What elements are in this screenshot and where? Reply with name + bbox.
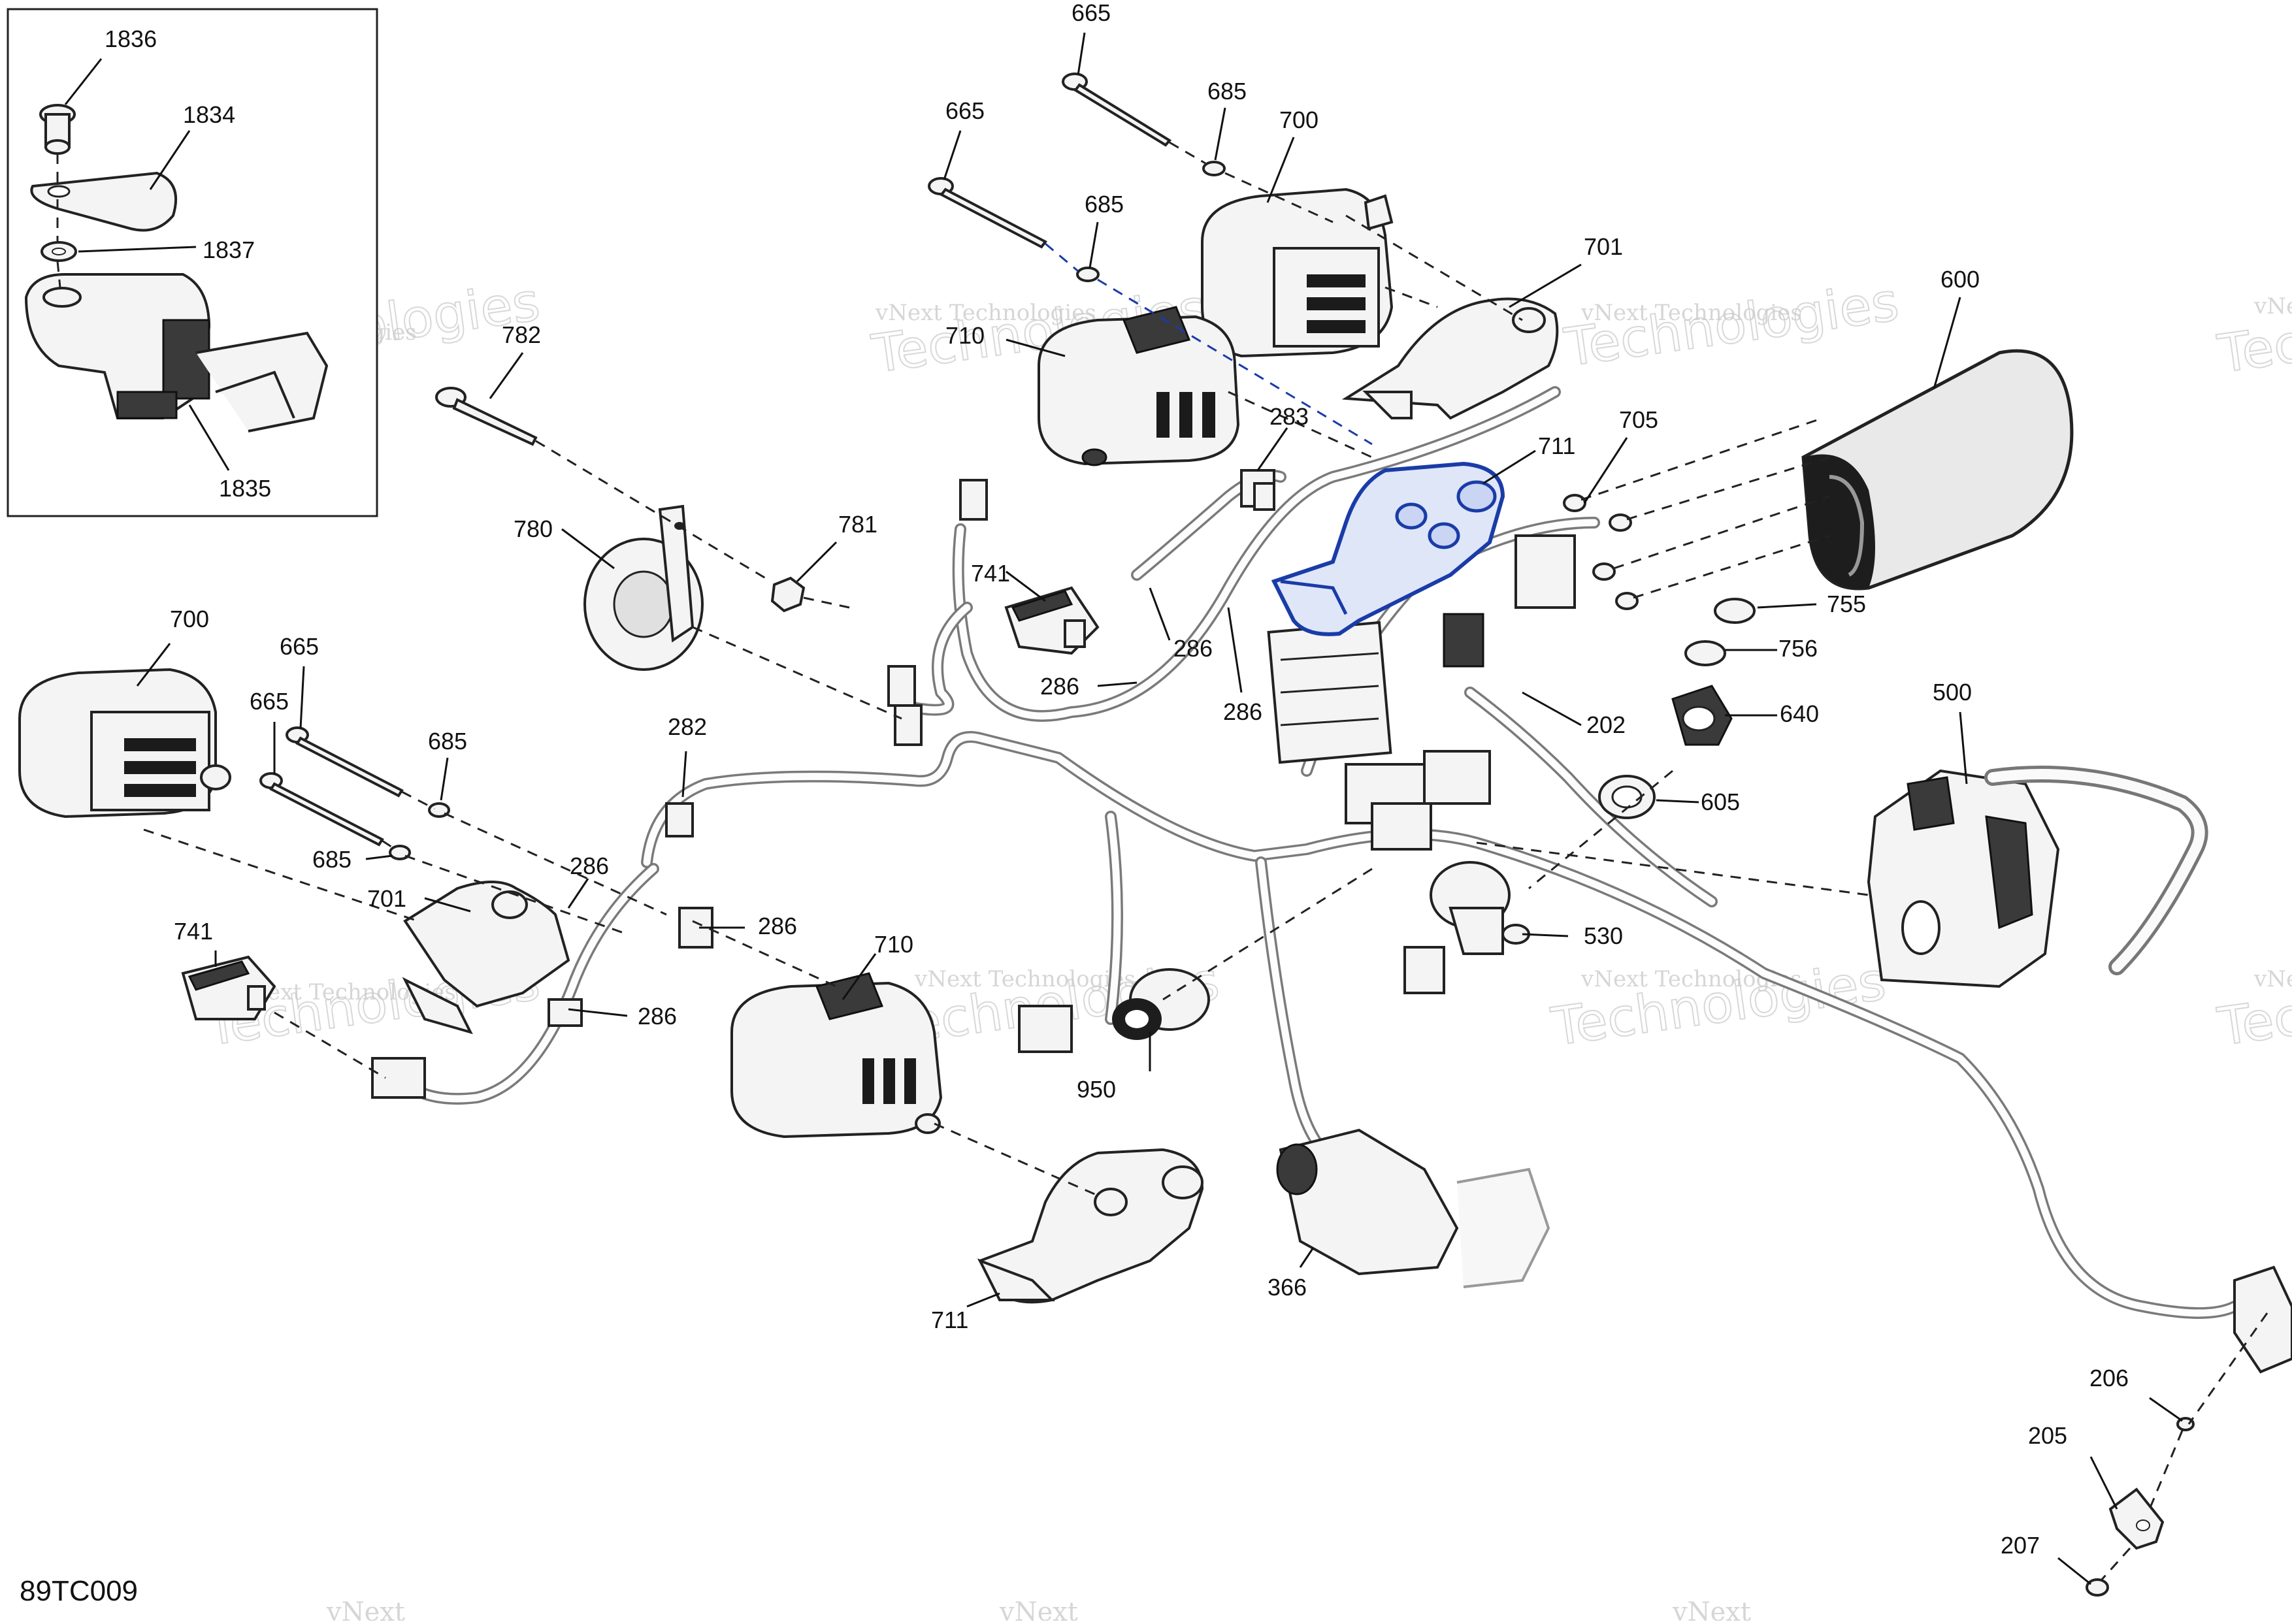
callout-205: 205 xyxy=(2028,1422,2067,1449)
part-701-bracket-top xyxy=(1341,297,1559,420)
callout-366: 366 xyxy=(1268,1274,1307,1301)
callout-700: 700 xyxy=(1279,106,1318,133)
callout-756: 756 xyxy=(1778,635,1818,662)
part-1835-module xyxy=(24,273,329,432)
watermark-small: vNext Technologies xyxy=(1580,300,1802,326)
callout-701: 701 xyxy=(367,885,406,912)
part-782-bolt xyxy=(435,387,538,446)
callout-283: 283 xyxy=(1269,403,1309,430)
callout-782: 782 xyxy=(502,321,541,348)
inset-frame xyxy=(7,8,378,517)
callout-286: 286 xyxy=(1223,698,1262,725)
part-755-bulb xyxy=(1714,598,1756,624)
callout-500: 500 xyxy=(1933,679,1972,706)
callout-286: 286 xyxy=(570,853,609,879)
callout-206: 206 xyxy=(2089,1365,2129,1391)
callout-665: 665 xyxy=(250,688,289,715)
watermark-small: vNext Technologies xyxy=(875,300,1096,326)
callout-665: 665 xyxy=(1072,0,1111,26)
callout-665: 665 xyxy=(280,633,319,660)
part-685-washer-b xyxy=(1076,267,1100,282)
callout-701: 701 xyxy=(1584,233,1623,260)
label-1836: 1836 xyxy=(105,25,157,52)
callout-685: 685 xyxy=(312,846,352,873)
callout-741: 741 xyxy=(174,918,213,945)
callout-781: 781 xyxy=(838,511,877,538)
callout-530: 530 xyxy=(1584,922,1623,949)
callout-711: 711 xyxy=(931,1307,968,1333)
watermark-short: vNext xyxy=(1672,1597,1751,1621)
part-207-washer xyxy=(2086,1578,2109,1597)
callout-605: 605 xyxy=(1701,788,1740,815)
label-1837: 1837 xyxy=(203,236,255,263)
callout-755: 755 xyxy=(1827,591,1866,617)
callout-710: 710 xyxy=(874,931,913,958)
watermark-small: vNext Technologies xyxy=(2253,293,2292,319)
part-710-relay-bottom xyxy=(730,972,943,1139)
callout-741: 741 xyxy=(971,560,1010,587)
callout-711: 711 xyxy=(1538,432,1575,459)
callout-286: 286 xyxy=(1173,635,1213,662)
part-665-bolt-a xyxy=(1062,73,1172,147)
part-530-sensor xyxy=(1430,861,1530,955)
part-205-clip xyxy=(2108,1487,2165,1550)
part-710-relay-top xyxy=(1038,306,1240,466)
part-741-top xyxy=(1004,586,1100,655)
callout-710: 710 xyxy=(945,322,985,349)
part-781-nut xyxy=(770,576,806,613)
callout-202: 202 xyxy=(1586,711,1626,738)
part-1834-plate xyxy=(30,171,178,232)
watermark-short: vNext xyxy=(326,1597,405,1621)
callout-685: 685 xyxy=(1207,78,1247,105)
part-665-bolt-d xyxy=(259,772,384,847)
callout-665: 665 xyxy=(945,97,985,124)
callout-286: 286 xyxy=(1040,673,1079,700)
callout-950: 950 xyxy=(1077,1076,1116,1103)
part-1836-screw xyxy=(39,104,76,155)
diagram-code: 89TC009 xyxy=(20,1575,138,1607)
part-600-cover xyxy=(1801,349,2074,591)
part-711-bracket-bottom xyxy=(977,1148,1204,1304)
callout-685: 685 xyxy=(428,728,467,755)
part-780-horn xyxy=(583,504,704,671)
part-950-socket xyxy=(1112,968,1210,1040)
watermark-small: vNext Technologies xyxy=(914,966,1136,992)
part-500-switch xyxy=(1867,766,2208,988)
callout-780: 780 xyxy=(514,515,553,542)
label-1835: 1835 xyxy=(219,475,271,502)
label-1834: 1834 xyxy=(183,101,235,128)
part-741-left xyxy=(181,955,276,1020)
callout-282: 282 xyxy=(668,713,707,740)
assembly-lines xyxy=(143,141,2268,1582)
callout-286: 286 xyxy=(758,913,797,939)
part-756-bulb xyxy=(1684,640,1726,666)
part-685-washer-d xyxy=(389,845,411,860)
watermark-short: vNext xyxy=(999,1597,1078,1621)
leader-lines xyxy=(136,32,2183,1585)
part-665-bolt-b xyxy=(928,177,1048,249)
part-685-washer-c xyxy=(428,802,450,818)
callout-207: 207 xyxy=(2001,1532,2040,1559)
callout-685: 685 xyxy=(1085,191,1124,218)
callout-700: 700 xyxy=(170,606,209,632)
callout-600: 600 xyxy=(1940,266,1980,293)
part-685-washer-a xyxy=(1202,161,1226,176)
callout-labels: 665 665 685 685 700 701 710 600 782 283 … xyxy=(170,0,2129,1559)
part-366-module xyxy=(1276,1128,1550,1288)
callout-705: 705 xyxy=(1619,406,1658,433)
part-711-bracket-highlighted xyxy=(1271,461,1505,636)
callout-286: 286 xyxy=(638,1003,677,1030)
part-700-relay-left xyxy=(18,668,231,819)
part-640-switch xyxy=(1671,685,1733,746)
inset-detail: 1836 1834 1837 1835 xyxy=(7,8,378,517)
part-665-bolt-c xyxy=(286,726,404,798)
watermark-small: vNext Technologies xyxy=(2253,966,2292,992)
callout-640: 640 xyxy=(1780,700,1819,727)
part-700-relay-top xyxy=(1201,187,1394,358)
